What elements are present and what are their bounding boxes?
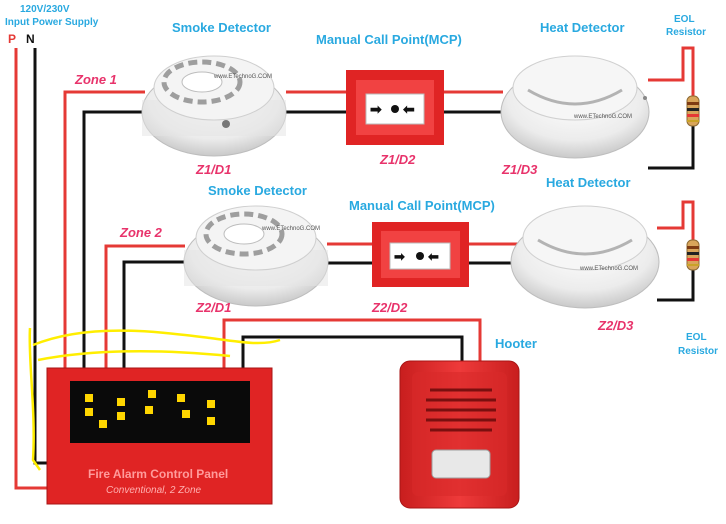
zone1-heat-id: Z1/D3 — [501, 162, 538, 177]
phase-supply-wire — [14, 48, 47, 490]
zone2-heat-watermark: www.ETechnoG.COM — [579, 266, 638, 272]
panel-indicator-leds — [85, 390, 215, 428]
supply-voltage-label: 120V/230V — [20, 4, 70, 15]
zone1-label: Zone 1 — [74, 72, 117, 87]
zone1-red-feed-wire — [63, 90, 145, 368]
zone1-manual-call-point: ➡ ⬅ — [346, 70, 444, 145]
zone2-black-feed-wire — [122, 260, 185, 368]
hooter-black-wire — [241, 335, 464, 368]
zone1-heat-watermark: www.ETechnoG.COM — [573, 114, 632, 120]
hooter-red-wire — [222, 318, 482, 368]
supply-wires — [14, 48, 47, 490]
phase-label: P — [8, 32, 16, 46]
zone2-heat-detector: www.ETechnoG.COM — [510, 205, 660, 309]
zone1-smoke-title: Smoke Detector — [172, 20, 271, 35]
zone2-wires — [104, 200, 695, 368]
zone1-smoke-id: Z1/D1 — [195, 162, 231, 177]
zone2-mcp-title: Manual Call Point(MCP) — [349, 198, 495, 213]
hooter-strobe-lens — [431, 449, 491, 479]
zone1-mcp-id: Z1/D2 — [379, 152, 416, 167]
zone1-mcp-title: Manual Call Point(MCP) — [316, 32, 462, 47]
zone1-heat-title: Heat Detector — [540, 20, 625, 35]
zone2-smoke-watermark: www.ETechnoG.COM — [261, 226, 320, 232]
hooter-label: Hooter — [495, 336, 537, 351]
supply-description-label: Input Power Supply — [5, 17, 99, 28]
hooter-wires — [222, 318, 482, 368]
zone2-label: Zone 2 — [119, 225, 163, 240]
neutral-label: N — [26, 32, 35, 46]
zone1-wires — [63, 46, 695, 368]
hooter — [399, 360, 520, 509]
panel-display — [70, 381, 250, 443]
panel-subtitle: Conventional, 2 Zone — [106, 485, 202, 496]
zone2-eol-label-line2: Resistor — [678, 346, 718, 357]
zone1-black-eol-wire — [648, 124, 695, 170]
zone1-eol-label-line1: EOL — [674, 14, 695, 25]
zone2-red-feed-wire — [104, 244, 185, 368]
svg-text:⬅: ⬅ — [427, 249, 439, 264]
zone2-eol-label-line1: EOL — [686, 332, 707, 343]
neutral-supply-wire — [33, 48, 47, 465]
zone1-black-feed-wire — [82, 110, 145, 368]
zone2-black-eol-wire — [657, 268, 695, 302]
zone2-mcp-id: Z2/D2 — [371, 300, 408, 315]
zone1-red-eol-wire — [648, 46, 695, 98]
zone1-smoke-watermark: www.ETechnoG.COM — [213, 74, 272, 80]
zone2-heat-title: Heat Detector — [546, 175, 631, 190]
zone1-eol-label-line2: Resistor — [666, 27, 706, 38]
zone1-heat-detector: www.ETechnoG.COM — [500, 55, 650, 159]
zone2-red-eol-wire — [657, 200, 695, 244]
panel-title: Fire Alarm Control Panel — [88, 467, 228, 481]
zone2-smoke-id: Z2/D1 — [195, 300, 231, 315]
hooter-speaker-grille — [426, 388, 496, 432]
zone2-eol-resistor — [686, 239, 700, 271]
yellow-annotation-stroke — [28, 327, 281, 471]
zone1-eol-resistor — [686, 95, 700, 127]
fire-alarm-control-panel: Fire Alarm Control Panel Conventional, 2… — [46, 367, 273, 505]
svg-text:➡: ➡ — [370, 101, 382, 117]
zone2-manual-call-point: ➡ ⬅ — [372, 222, 469, 287]
zone2-smoke-detector: www.ETechnoG.COM — [183, 205, 329, 307]
svg-text:➡: ➡ — [394, 249, 405, 264]
zone1-smoke-detector: www.ETechnoG.COM — [141, 55, 287, 157]
svg-text:⬅: ⬅ — [402, 101, 415, 117]
zone2-heat-id: Z2/D3 — [597, 318, 634, 333]
zone2-smoke-title: Smoke Detector — [208, 183, 307, 198]
